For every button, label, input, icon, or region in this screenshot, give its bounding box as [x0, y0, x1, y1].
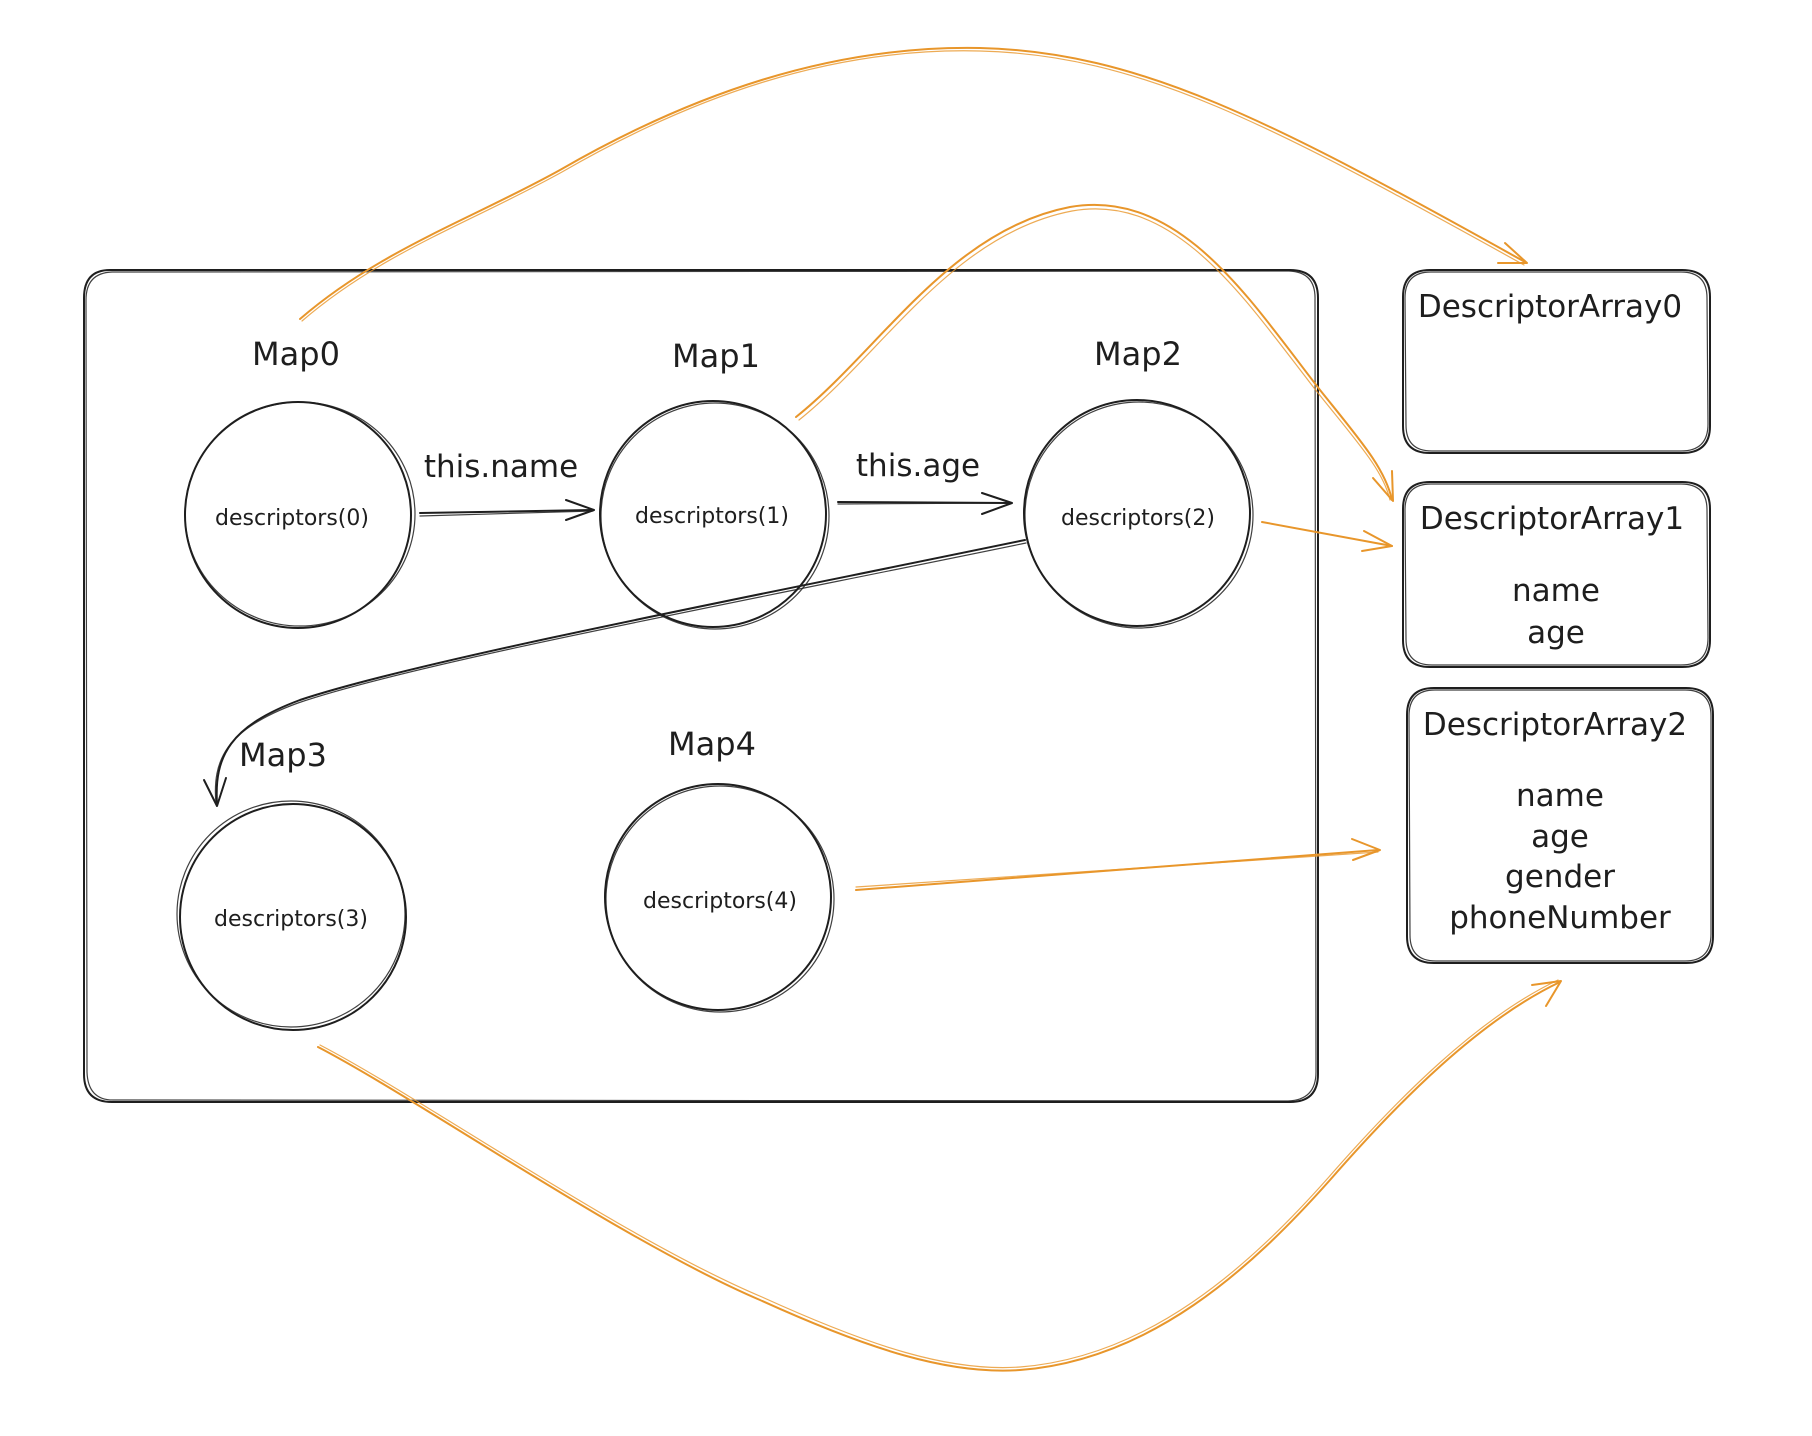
map-node-0: Map0 descriptors(0): [184, 335, 416, 629]
map-descriptors-label: descriptors(4): [643, 889, 797, 914]
descriptor-field: name: [1516, 778, 1604, 814]
map-label: Map4: [668, 725, 756, 763]
transition-label: this.age: [856, 448, 980, 484]
pointer-map1-to-array1: [795, 204, 1394, 502]
map-label: Map0: [252, 335, 340, 373]
transition-arrow-map2-to-map3: [203, 539, 1027, 807]
map-descriptors-label: descriptors(0): [215, 506, 369, 531]
descriptor-array-0: DescriptorArray0: [1402, 269, 1711, 454]
descriptor-field: age: [1527, 615, 1585, 651]
map-label: Map3: [239, 736, 327, 774]
descriptor-field: gender: [1505, 859, 1615, 895]
descriptor-array-title: DescriptorArray1: [1420, 501, 1684, 537]
pointer-map2-to-array1: [1261, 521, 1393, 552]
descriptor-array-2: DescriptorArray2 name age gender phoneNu…: [1406, 687, 1714, 964]
pointer-map0-to-array0: [299, 46, 1528, 322]
map-descriptors-label: descriptors(1): [635, 504, 789, 529]
map-node-4: Map4 descriptors(4): [604, 725, 835, 1013]
descriptor-array-title: DescriptorArray0: [1418, 289, 1682, 325]
descriptor-field: age: [1531, 819, 1589, 855]
pointer-map4-to-array2: [855, 838, 1381, 891]
descriptor-field: phoneNumber: [1449, 900, 1671, 936]
map-descriptors-label: descriptors(2): [1061, 506, 1215, 531]
map-node-1: Map1 descriptors(1): [599, 337, 830, 630]
transition-arrow-age: this.age: [837, 448, 1013, 515]
map-descriptors-label: descriptors(3): [214, 907, 368, 932]
pointer-map3-to-array2: [317, 979, 1562, 1372]
map-label: Map1: [672, 337, 760, 375]
descriptor-field: name: [1512, 573, 1600, 609]
map-node-2: Map2 descriptors(2): [1023, 335, 1254, 629]
transition-label: this.name: [424, 449, 578, 485]
maps-container: [83, 269, 1319, 1103]
transition-arrow-name: this.name: [419, 449, 595, 521]
descriptor-array-1: DescriptorArray1 name age: [1402, 481, 1711, 668]
map-node-3: Map3 descriptors(3): [176, 736, 407, 1031]
map-label: Map2: [1094, 335, 1182, 373]
descriptor-array-title: DescriptorArray2: [1423, 707, 1687, 743]
